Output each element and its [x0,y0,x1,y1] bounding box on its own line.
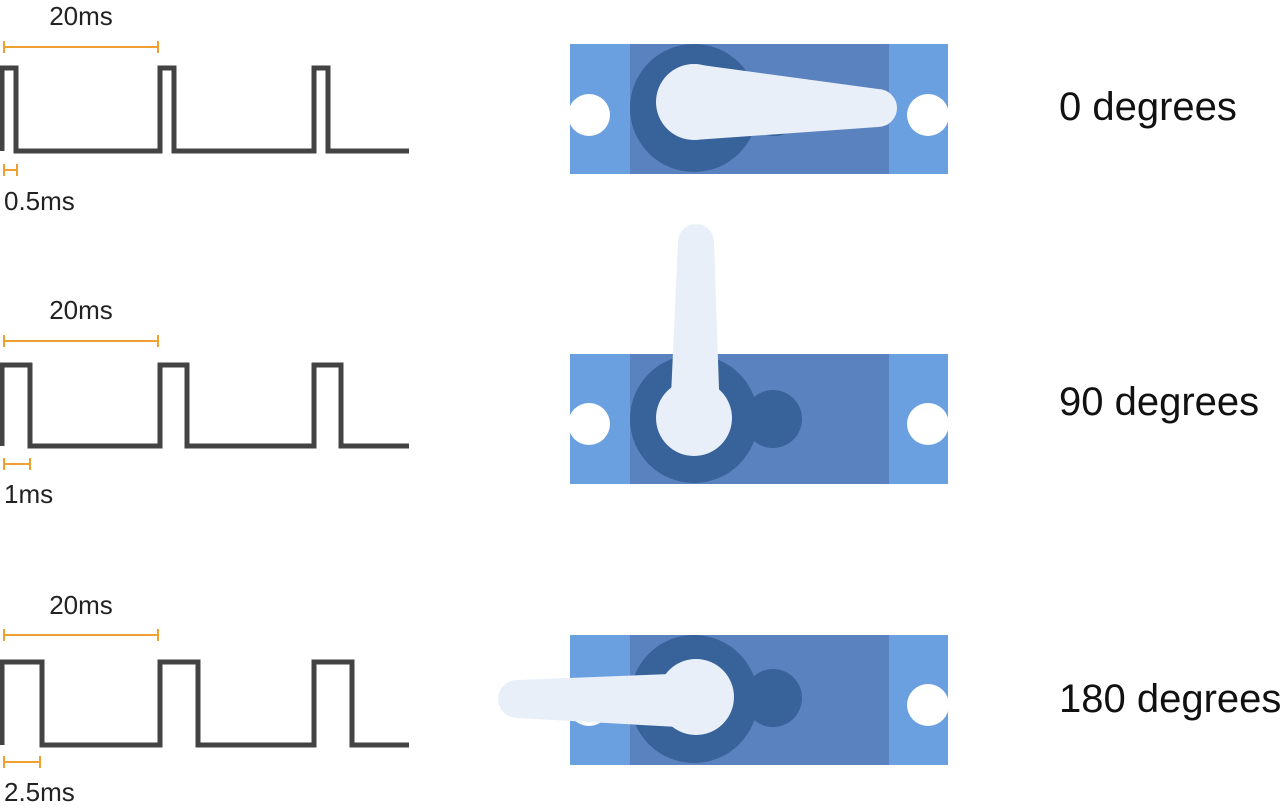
pulse-width-label: 2.5ms [4,777,75,807]
pulse-width-label: 1ms [4,479,53,509]
pulse-width-dimension-line [3,458,31,470]
servo-horn [656,64,897,140]
row-90-degrees: 20ms 1ms 90 degrees [0,224,1259,509]
servo-horn [656,224,732,456]
period-label: 20ms [49,1,113,31]
servo-motor-0 [568,44,949,174]
pulse-width-label: 0.5ms [4,186,75,216]
angle-label: 0 degrees [1059,85,1237,129]
period-label: 20ms [49,295,113,325]
servo-motor-90 [568,224,949,484]
row-0-degrees: 20ms 0.5ms 0 degrees [0,1,1237,216]
pwm-signal-row-3: 20ms 2.5ms [0,590,409,807]
pulse-width-dimension-line [3,756,41,768]
angle-label: 180 degrees [1059,677,1281,721]
servo-motor-180 [498,635,949,765]
mounting-hole-left [568,403,610,445]
mounting-hole-right [907,403,949,445]
servo-gear-small [744,669,802,727]
period-dimension-line [3,41,159,53]
period-label: 20ms [49,590,113,620]
servo-horn [498,659,734,735]
row-180-degrees: 20ms 2.5ms 180 degrees [0,590,1281,807]
mounting-hole-right [907,94,949,136]
pulse-width-dimension-line [3,164,18,176]
pwm-signal-row-2: 20ms 1ms [0,295,409,509]
pulse-waveform [0,659,409,748]
servo-gear-small [744,390,802,448]
period-dimension-line [3,629,159,641]
pulse-waveform [0,65,409,154]
mounting-hole-left [568,94,610,136]
pwm-signal-row-1: 20ms 0.5ms [0,1,409,216]
angle-label: 90 degrees [1059,380,1259,424]
pulse-waveform [0,362,409,449]
mounting-hole-right [907,684,949,726]
period-dimension-line [3,335,159,347]
